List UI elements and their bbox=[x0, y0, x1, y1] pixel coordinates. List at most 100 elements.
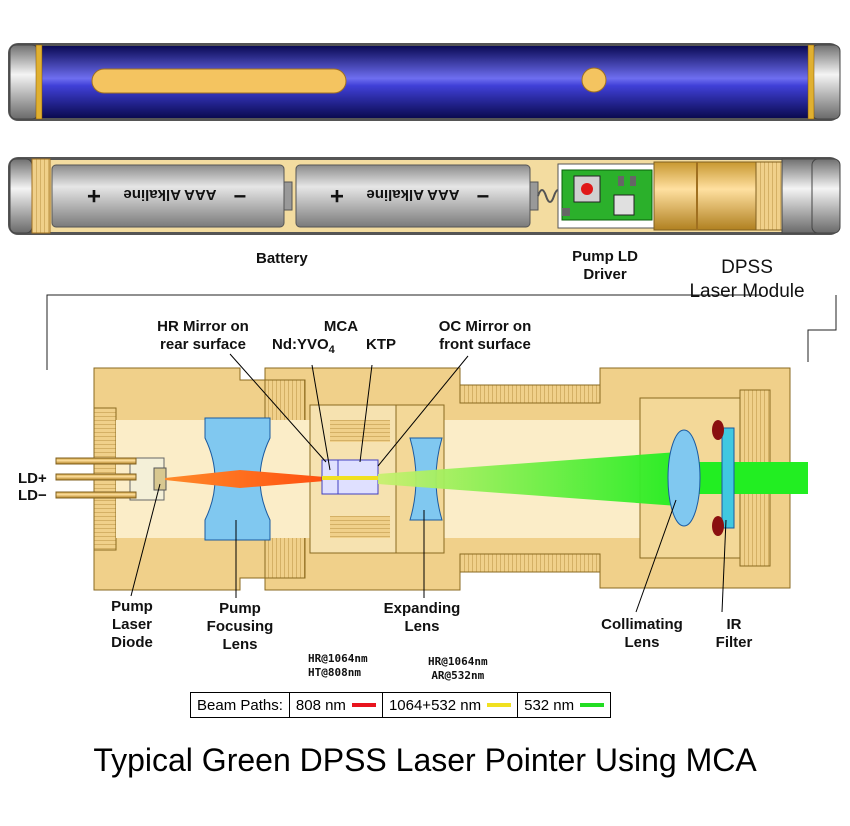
oc-mirror-line-1: OC Mirror on bbox=[438, 318, 532, 335]
pointer-head-ring bbox=[807, 44, 815, 120]
ktp-label: KTP bbox=[366, 336, 396, 353]
cutaway-head-cap bbox=[811, 158, 841, 234]
expanding-lens-label: Expanding Lens bbox=[374, 600, 470, 636]
ir-filter bbox=[721, 427, 735, 529]
battery-label: Battery bbox=[256, 250, 308, 267]
dpss-module-thread bbox=[755, 161, 783, 231]
pump-diode-line-3: Diode bbox=[111, 634, 153, 651]
collimating-lens-line-1: Collimating bbox=[601, 616, 683, 633]
pointer-head-cap bbox=[811, 44, 841, 120]
mca-label: MCA bbox=[323, 318, 359, 335]
legend-1064-532-swatch bbox=[487, 703, 512, 707]
ir-filter-line-1: IR bbox=[726, 616, 742, 633]
expanding-lens-line-1: Expanding bbox=[383, 600, 461, 617]
legend-808-label: 808 nm bbox=[295, 696, 346, 714]
coating-output-line-2: AR@532nm bbox=[431, 669, 485, 682]
ld-plus-label: LD+ bbox=[18, 470, 47, 487]
legend-532-swatch bbox=[580, 703, 605, 707]
cutaway-head-collar bbox=[781, 158, 817, 234]
driver-trimpot bbox=[613, 194, 635, 216]
battery-1-marking: − AAA Alkaline + bbox=[87, 182, 246, 209]
crystal-mount-thread bbox=[330, 516, 390, 538]
battery-2-terminal bbox=[529, 181, 539, 211]
pump-ld-driver-line-1: Pump LD bbox=[572, 248, 638, 265]
driver-component bbox=[630, 176, 636, 186]
hr-mirror-line-2: rear surface bbox=[160, 336, 246, 353]
leader-ktp bbox=[359, 364, 373, 463]
coating-crystal-line-2: HT@808nm bbox=[308, 666, 361, 679]
ir-filter-line-2: Filter bbox=[715, 634, 753, 651]
pump-ld-driver-label: Pump LD Driver bbox=[564, 248, 646, 284]
legend-1064-532-label: 1064+532 nm bbox=[388, 696, 482, 714]
pump-lens-line-1: Pump bbox=[219, 600, 261, 617]
beam-paths-legend: Beam Paths: 808 nm 1064+532 nm 532 nm bbox=[190, 692, 612, 718]
intracavity-beam bbox=[322, 476, 378, 480]
diode-pin bbox=[55, 491, 137, 499]
legend-item-1064-532: 1064+532 nm bbox=[383, 693, 519, 717]
tail-spring bbox=[31, 158, 51, 234]
pump-lens-line-2: Focusing bbox=[206, 618, 274, 635]
diode-pin bbox=[55, 473, 137, 481]
battery-2-name: AAA Alkaline bbox=[366, 186, 459, 203]
hr-mirror-line-1: HR Mirror on bbox=[157, 318, 249, 335]
o-ring bbox=[712, 420, 724, 440]
pointer-cutaway bbox=[8, 157, 841, 235]
battery-2-marking: − AAA Alkaline + bbox=[330, 182, 489, 209]
hr-mirror-label: HR Mirror on rear surface bbox=[140, 318, 266, 354]
leader-pump-diode bbox=[130, 483, 161, 597]
battery-1-name: AAA Alkaline bbox=[123, 186, 216, 203]
leader-collimating-lens bbox=[635, 499, 677, 613]
pump-beam bbox=[165, 470, 325, 488]
pump-lens-label: Pump Focusing Lens bbox=[200, 600, 280, 654]
pointer-tail-cap bbox=[9, 44, 39, 120]
diagram-caption: Typical Green DPSS Laser Pointer Using M… bbox=[93, 742, 757, 778]
coating-crystal-label: HR@1064nm HT@808nm bbox=[308, 652, 368, 680]
battery-2-plus: + bbox=[330, 182, 344, 209]
module-cross-section bbox=[55, 367, 808, 591]
driver-switch-button bbox=[581, 183, 593, 195]
oc-mirror-label: OC Mirror on front surface bbox=[426, 318, 544, 354]
leader-ndyvo4 bbox=[311, 364, 331, 471]
pointer-closed bbox=[8, 43, 841, 121]
pump-lens-line-3: Lens bbox=[222, 636, 258, 653]
pocket-clip bbox=[91, 68, 347, 94]
o-ring bbox=[712, 516, 724, 536]
leader-lines bbox=[130, 353, 727, 613]
diode-pin bbox=[55, 457, 137, 465]
tube-thread-top bbox=[459, 384, 601, 404]
cutaway-tail-cap bbox=[9, 158, 33, 234]
pump-ld-driver-line-2: Driver bbox=[583, 266, 627, 283]
ndyvo4-label: Nd:YVO4 bbox=[272, 336, 335, 359]
bracket-right bbox=[807, 295, 837, 362]
ir-filter-label: IR Filter bbox=[706, 616, 762, 652]
dpss-module-label: DPSS Laser Module bbox=[672, 256, 822, 304]
battery-1-minus: − bbox=[234, 184, 247, 209]
expanding-lens-line-2: Lens bbox=[404, 618, 440, 635]
leader-oc-mirror bbox=[377, 355, 469, 467]
diode-chip bbox=[153, 467, 167, 491]
legend-808-swatch bbox=[351, 703, 376, 707]
ld-minus-label: LD− bbox=[18, 487, 47, 504]
battery-1-plus: + bbox=[87, 182, 101, 209]
pointer-tail-ring bbox=[35, 44, 43, 120]
legend-item-532: 532 nm bbox=[518, 693, 610, 717]
legend-item-808: 808 nm bbox=[290, 693, 383, 717]
pump-diode-line-2: Laser bbox=[111, 616, 153, 633]
pump-diode-label: Pump Laser Diode bbox=[104, 598, 160, 652]
battery-1-terminal bbox=[283, 181, 293, 211]
leader-hr-mirror bbox=[229, 353, 327, 463]
pump-diode-line-1: Pump bbox=[111, 598, 153, 615]
crystal-mount-thread bbox=[330, 420, 390, 442]
tube-thread-bottom bbox=[459, 553, 601, 573]
dpss-module-seam bbox=[696, 162, 698, 230]
coating-output-line-1: HR@1064nm bbox=[428, 655, 488, 668]
coating-crystal-line-1: HR@1064nm bbox=[308, 652, 368, 665]
driver-component bbox=[618, 176, 624, 186]
dpss-module-line-1: DPSS bbox=[721, 257, 773, 278]
green-beam-expanding bbox=[378, 452, 678, 506]
legend-532-label: 532 nm bbox=[524, 696, 575, 714]
collimating-lens bbox=[667, 429, 701, 527]
ndyvo4-text: Nd:YVO bbox=[272, 336, 329, 353]
